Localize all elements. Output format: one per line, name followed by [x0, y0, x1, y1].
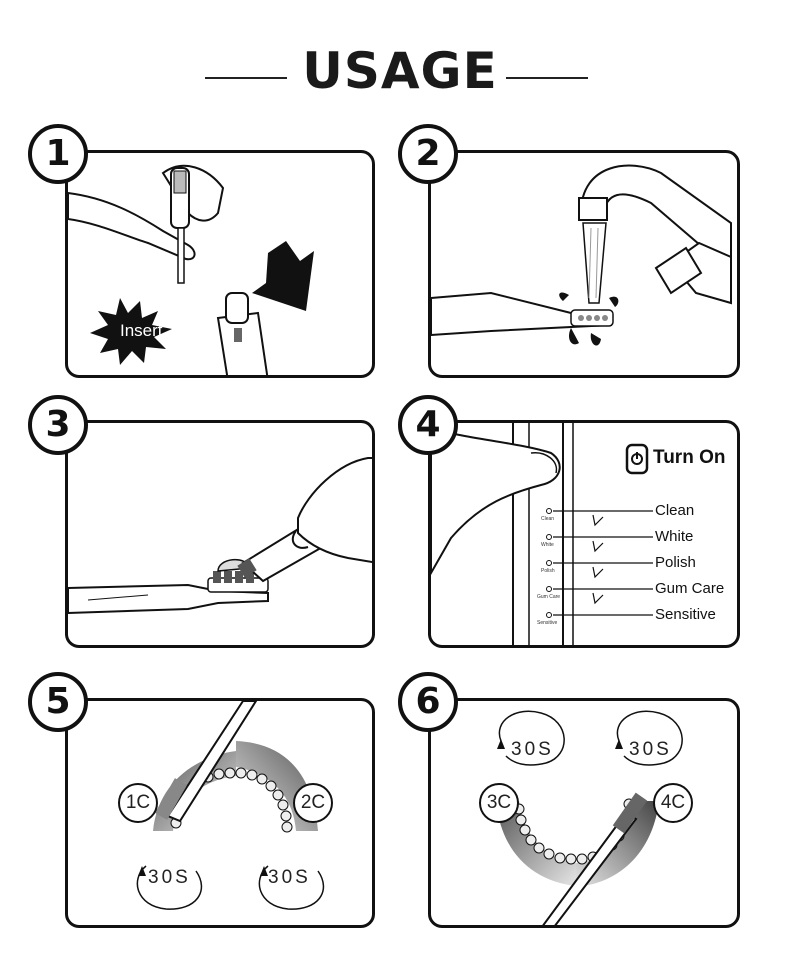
step-4-illustration: [431, 423, 653, 645]
step-4-number: 4: [398, 395, 458, 455]
arrow-down-icon: [252, 241, 314, 311]
zone-4c-label: 4C: [653, 783, 693, 823]
mode-small-clean: Clean: [541, 516, 555, 522]
timer-1-label: 30S: [148, 867, 191, 888]
mode-small-sensitive: Sensitive: [537, 620, 558, 626]
mode-sensitive: Sensitive: [655, 606, 716, 623]
step-5-panel: 1C 2C 30S 30S: [65, 698, 375, 928]
header: USAGE: [0, 40, 800, 110]
step-1-panel: Insert: [65, 150, 375, 378]
timer-2-label: 30S: [268, 867, 311, 888]
mode-clean: Clean: [655, 502, 695, 519]
step-3-illustration: [68, 457, 372, 615]
step-6-number: 6: [398, 672, 458, 732]
step-2-number: 2: [398, 124, 458, 184]
step-2-illustration: [431, 164, 732, 346]
timer-3-label: 30S: [511, 739, 554, 760]
zone-3c-label: 3C: [479, 783, 519, 823]
step-5-number: 5: [28, 672, 88, 732]
page-title: USAGE: [302, 42, 498, 100]
timer-4-label: 30S: [629, 739, 672, 760]
mode-small-polish: Polish: [541, 568, 555, 574]
step-1-number: 1: [28, 124, 88, 184]
step-6-illustration: [496, 710, 683, 925]
step-1-illustration: [68, 164, 314, 375]
step-6-panel: 3C 4C 30S 30S: [428, 698, 740, 928]
mode-white: White: [655, 528, 694, 545]
mode-small-white: White: [541, 542, 554, 548]
title-rule-left: [205, 77, 287, 79]
power-button-icon: [625, 443, 649, 475]
zone-2c-label: 2C: [293, 783, 333, 823]
step-3-panel: [65, 420, 375, 648]
turn-on-label: Turn On: [653, 447, 726, 468]
mode-gum-care: Gum Care: [655, 580, 725, 597]
zone-1c-label: 1C: [118, 783, 158, 823]
title-rule-right: [506, 77, 588, 79]
mode-polish: Polish: [655, 554, 696, 571]
step-3-number: 3: [28, 395, 88, 455]
step-2-panel: [428, 150, 740, 378]
step-4-panel: Turn On Clean White Polish Gum Care Sens…: [428, 420, 740, 648]
insert-burst-shape: [90, 298, 172, 365]
insert-label: Insert: [120, 321, 163, 340]
water-faucet-icon: [578, 164, 732, 305]
mode-small-gum-care: Gum Care: [537, 594, 561, 600]
